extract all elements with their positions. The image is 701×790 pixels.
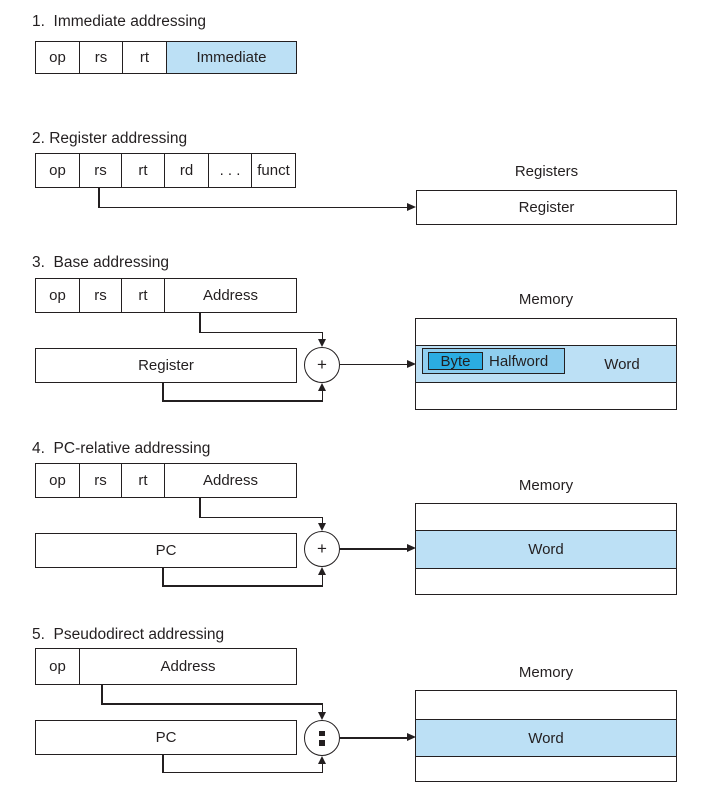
connector-line	[98, 188, 100, 208]
plus-operator-circle: +	[304, 347, 340, 383]
connector-line	[321, 763, 324, 773]
section-1-heading: 1. Immediate addressing	[32, 13, 207, 30]
connector-line	[199, 498, 201, 518]
field-address: Address	[164, 464, 296, 497]
pc-box: PC	[35, 533, 297, 568]
arrow-up-icon	[318, 383, 326, 391]
connector-line	[340, 363, 408, 366]
base-register-box: Register	[35, 348, 297, 383]
instruction-format-register: op rs rt rd . . . funct	[35, 153, 296, 188]
halfword-box: Byte Halfword	[422, 348, 565, 374]
connector-line	[199, 331, 323, 334]
instruction-format-pcrelative: op rs rt Address	[35, 463, 297, 498]
field-rt: rt	[121, 154, 164, 187]
arrow-down-icon	[318, 523, 326, 531]
section-4-heading: 4. PC-relative addressing	[32, 440, 211, 457]
byte-box: Byte	[428, 352, 483, 370]
memory-box: Byte Halfword Word	[415, 318, 677, 410]
connector-line	[321, 575, 324, 585]
connector-line	[101, 703, 323, 705]
connector-line	[98, 206, 408, 209]
memory-row-empty	[416, 756, 676, 781]
memory-row-empty	[416, 504, 676, 530]
concatenation-operator-icon	[319, 730, 325, 746]
registers-title: Registers	[514, 163, 579, 180]
connector-line	[162, 383, 164, 402]
memory-title: Memory	[518, 477, 574, 494]
connector-line	[101, 685, 103, 705]
memory-row-empty	[416, 382, 676, 409]
field-rs: rs	[79, 279, 121, 312]
register-box: Register	[416, 190, 677, 225]
connector-line	[321, 331, 324, 341]
field-ellipsis: . . .	[208, 154, 251, 187]
word-label: Word	[604, 355, 640, 373]
memory-row-empty	[416, 319, 676, 345]
connector-line	[321, 516, 324, 525]
memory-row-word: Word	[416, 530, 676, 568]
arrow-up-icon	[318, 756, 326, 764]
instruction-format-base: op rs rt Address	[35, 278, 297, 313]
connector-line	[162, 400, 323, 402]
connector-line	[199, 516, 323, 519]
halfword-label: Halfword	[489, 352, 549, 370]
concat-operator-circle	[304, 720, 340, 756]
field-rt: rt	[122, 42, 166, 73]
connector-line	[162, 771, 323, 774]
connector-line	[321, 390, 324, 400]
arrow-down-icon	[318, 339, 326, 347]
connector-line	[162, 755, 164, 773]
memory-row-empty	[416, 568, 676, 594]
plus-operator-circle: +	[304, 531, 340, 567]
memory-box: Word	[415, 503, 677, 595]
field-funct: funct	[251, 154, 295, 187]
pc-box: PC	[35, 720, 297, 755]
field-op: op	[49, 162, 66, 179]
field-immediate: Immediate	[166, 42, 296, 73]
memory-row-empty	[416, 691, 676, 719]
field-rs: rs	[79, 464, 121, 497]
field-address: Address	[164, 279, 296, 312]
connector-line	[321, 703, 324, 714]
field-rs: rs	[79, 42, 122, 73]
field-rt: rt	[121, 464, 164, 497]
memory-box: Word	[415, 690, 677, 782]
arrow-up-icon	[318, 567, 326, 575]
field-address: Address	[79, 649, 296, 684]
section-5-heading: 5. Pseudodirect addressing	[32, 626, 225, 643]
memory-row-data: Byte Halfword Word	[416, 345, 676, 382]
arrow-down-icon	[318, 712, 326, 720]
connector-line	[340, 548, 408, 550]
field-rs: rs	[79, 154, 121, 187]
arrow-right-icon	[407, 203, 416, 211]
field-rt: rt	[121, 279, 164, 312]
arrow-right-icon	[407, 359, 416, 368]
memory-row-word: Word	[416, 719, 676, 756]
section-2-heading: 2. Register addressing	[32, 130, 188, 147]
section-3-heading: 3. Base addressing	[32, 254, 170, 271]
memory-title: Memory	[518, 664, 574, 681]
field-op: op	[49, 49, 66, 66]
instruction-format-immediate: op rs rt Immediate	[35, 41, 297, 74]
field-rd: rd	[164, 154, 208, 187]
arrow-right-icon	[407, 733, 416, 741]
field-op: op	[49, 472, 66, 489]
memory-title: Memory	[518, 291, 574, 308]
connector-line	[199, 313, 201, 333]
instruction-format-pseudodirect: op Address	[35, 648, 297, 685]
arrow-right-icon	[407, 544, 416, 552]
field-op: op	[49, 658, 66, 675]
connector-line	[162, 585, 323, 587]
connector-line	[340, 737, 408, 739]
field-op: op	[49, 287, 66, 304]
connector-line	[162, 568, 164, 587]
